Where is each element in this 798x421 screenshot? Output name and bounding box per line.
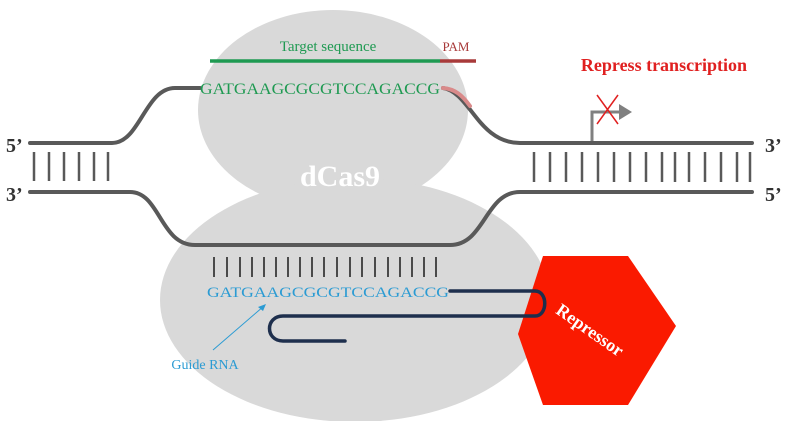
pam-strand-segment: [441, 86, 472, 108]
guide-rna-arrowhead-icon: [258, 304, 266, 311]
dna-top-strand-left: [28, 86, 202, 145]
blocked-cross-icon: [596, 94, 619, 125]
left-bottom-end-label: 3’: [6, 184, 23, 206]
guide-rna-scaffold: [267, 289, 547, 343]
pam-label: PAM: [443, 39, 470, 54]
guide-rna-sequence: GATGAAGCGCGTCCAGACCG: [207, 285, 449, 301]
repress-transcription-label: Repress transcription: [581, 55, 747, 75]
dna-bottom-strand: [28, 190, 754, 247]
guide-base-pairs: [213, 257, 437, 277]
left-base-pairs: [32, 152, 110, 181]
dcas9-label: dCas9: [300, 160, 380, 193]
left-top-end-label: 5’: [6, 135, 23, 157]
guide-rna-pointer-arrow: [212, 305, 265, 351]
repressor-hexagon: [518, 256, 676, 405]
repressor: Repressor: [518, 256, 676, 405]
right-top-end-label: 3’: [765, 135, 782, 157]
guide-rna-label: Guide RNA: [171, 358, 239, 373]
target-dna-sequence: GATGAAGCGCGTCCAGACCG: [200, 81, 440, 98]
right-bottom-end-label: 5’: [765, 184, 782, 206]
target-sequence-label: Target sequence: [280, 39, 377, 55]
dcas9-lower-lobe: [160, 178, 550, 421]
promoter-arrow-icon: [590, 104, 632, 141]
right-base-pairs: [532, 152, 752, 182]
